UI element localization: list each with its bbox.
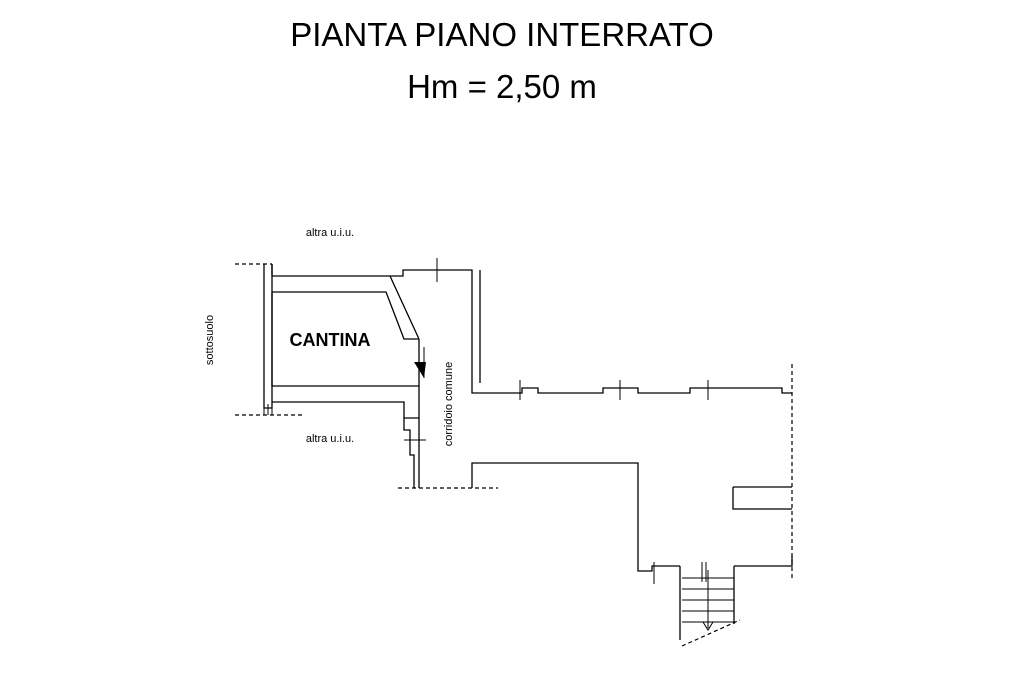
underground-label: sottosuolo [204,315,216,365]
room-label-cantina: CANTINA [290,330,371,350]
corridor-walls [390,269,793,572]
plan-title: PIANTA PIANO INTERRATO [290,16,714,53]
cantina-walls [263,264,420,419]
neighbor-top-label: altra u.i.u. [306,227,354,239]
door [414,339,426,386]
wall-ticks [404,258,709,584]
corridor-label: corridoio comune [443,362,455,446]
stairs [679,566,741,647]
ceiling-height: Hm = 2,50 m [407,68,597,105]
boundary-lines [235,263,793,578]
neighbor-bottom-label: altra u.i.u. [306,433,354,445]
